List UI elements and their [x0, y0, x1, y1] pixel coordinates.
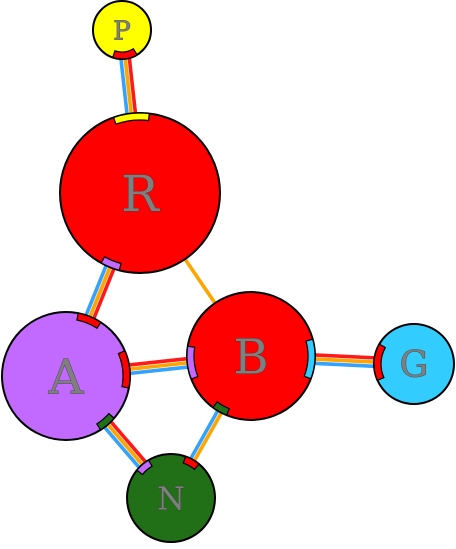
- edge-strand-orange: [122, 52, 134, 120]
- port-B-to-N: [212, 401, 231, 416]
- node-label: G: [400, 345, 429, 386]
- edge-strand-red: [126, 52, 138, 120]
- node-label: B: [233, 329, 268, 385]
- edge-strand-orange: [123, 360, 194, 372]
- node-label: A: [48, 349, 85, 405]
- node-R[interactable]: R: [59, 112, 221, 274]
- edge-strand-blue: [186, 404, 223, 465]
- edge-strand-blue: [82, 259, 111, 322]
- port-A-to-B: [117, 350, 131, 389]
- edge-B-G: [308, 352, 381, 369]
- edge-R-B: [180, 253, 220, 310]
- node-P[interactable]: P: [92, 0, 152, 60]
- port-N-to-B: [182, 455, 200, 471]
- port-N-to-A: [136, 459, 153, 476]
- edge-strand-red: [89, 262, 118, 325]
- edge-strand-blue: [118, 53, 130, 121]
- edge-A-N: [99, 416, 151, 474]
- edge-strand-orange: [86, 260, 114, 323]
- edge-strand-blue: [123, 364, 194, 376]
- port-R-to-A: [100, 256, 122, 272]
- node-label: P: [113, 16, 131, 46]
- port-R-to-P: [112, 112, 150, 125]
- edge-B-N: [186, 404, 226, 467]
- port-A-to-N: [95, 412, 115, 431]
- node-N[interactable]: N: [126, 453, 216, 543]
- edge-strand-red: [105, 416, 151, 468]
- edge-P-R: [118, 52, 138, 121]
- node-label: N: [157, 480, 185, 518]
- port-P-to-R: [111, 47, 138, 60]
- edge-strand-blue: [308, 361, 380, 369]
- edge-R-A: [82, 259, 118, 325]
- edge-strand-orange: [180, 253, 220, 310]
- edge-strand-blue: [99, 421, 145, 474]
- port-A-to-R: [76, 312, 102, 330]
- edges-layer: [82, 52, 381, 474]
- node-circle: [126, 453, 216, 543]
- node-G[interactable]: G: [373, 323, 455, 405]
- edge-A-B: [123, 356, 194, 376]
- node-B[interactable]: B: [186, 291, 316, 421]
- port-B-to-G: [303, 338, 316, 380]
- edge-strand-red: [123, 356, 194, 368]
- edge-strand-orange: [102, 418, 148, 471]
- edge-strand-orange: [308, 357, 381, 365]
- edge-strand-red: [309, 352, 381, 360]
- port-G-to-B: [373, 343, 387, 382]
- node-label: R: [121, 165, 160, 223]
- port-B-to-A: [186, 345, 199, 380]
- edge-strand-orange: [189, 406, 226, 467]
